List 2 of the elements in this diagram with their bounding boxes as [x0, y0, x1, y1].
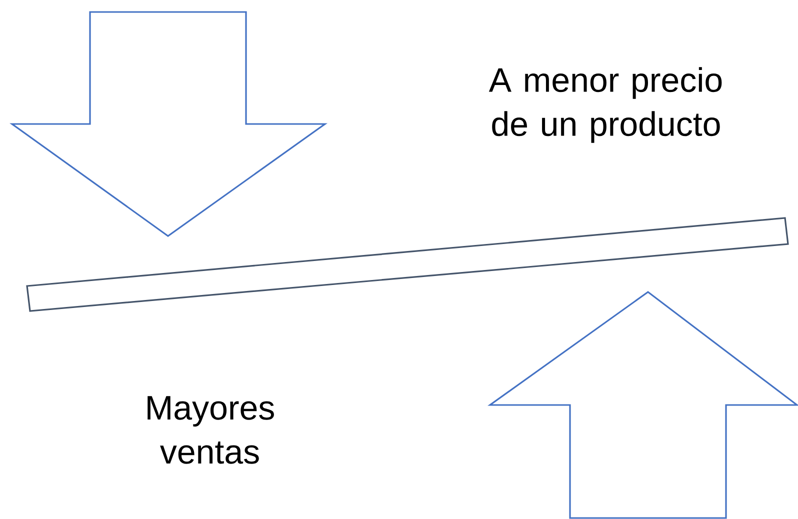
caption-text: A menor precio de un producto: [488, 67, 722, 143]
caption-text: Mayores ventas: [148, 396, 274, 464]
